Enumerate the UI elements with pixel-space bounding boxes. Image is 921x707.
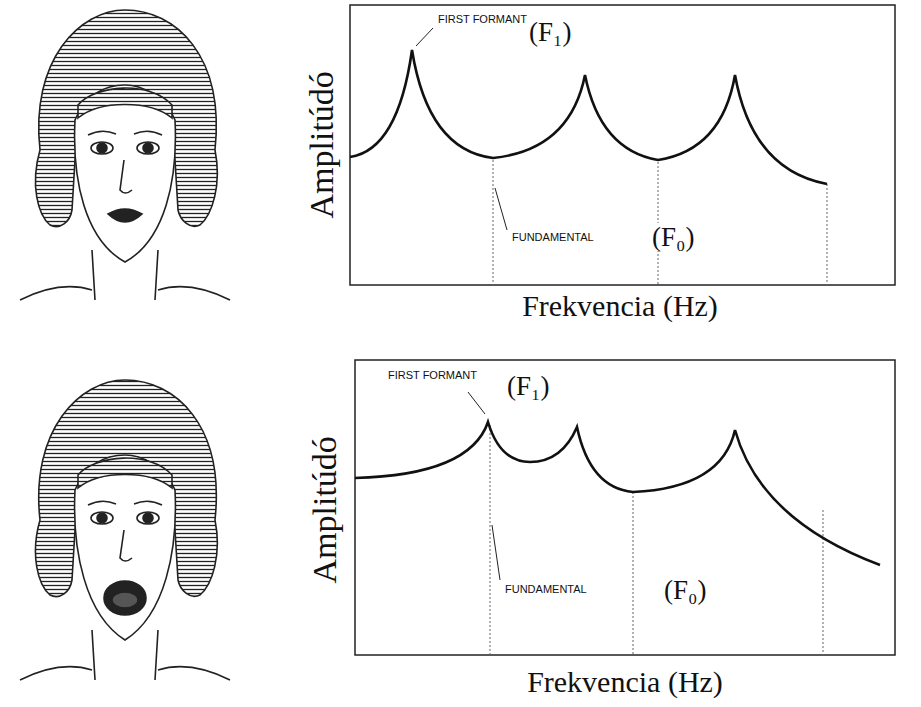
formant-label: FIRST FORMANT [436, 14, 529, 26]
fundamental-symbol: (F₀) [662, 576, 708, 604]
axis-title: Frekvencia (Hz) [520, 290, 720, 322]
fundamental-label: FUNDAMENTAL [510, 232, 596, 244]
formant-label: FIRST FORMANT [386, 370, 479, 382]
face-open [20, 380, 230, 680]
spectrum-plot-top [350, 5, 895, 285]
axis-title: Frekvencia (Hz) [525, 666, 725, 698]
axis-title: Amplitúdó [304, 69, 340, 220]
formant-symbol: (F₁) [505, 372, 551, 400]
fundamental-label: FUNDAMENTAL [503, 584, 589, 596]
axis-title: Amplitúdó [307, 434, 343, 585]
spectrum-plot-bottom [355, 360, 895, 655]
formant-symbol: (F₁) [527, 18, 573, 46]
face-closed [20, 10, 230, 300]
fundamental-symbol: (F₀) [650, 223, 696, 251]
